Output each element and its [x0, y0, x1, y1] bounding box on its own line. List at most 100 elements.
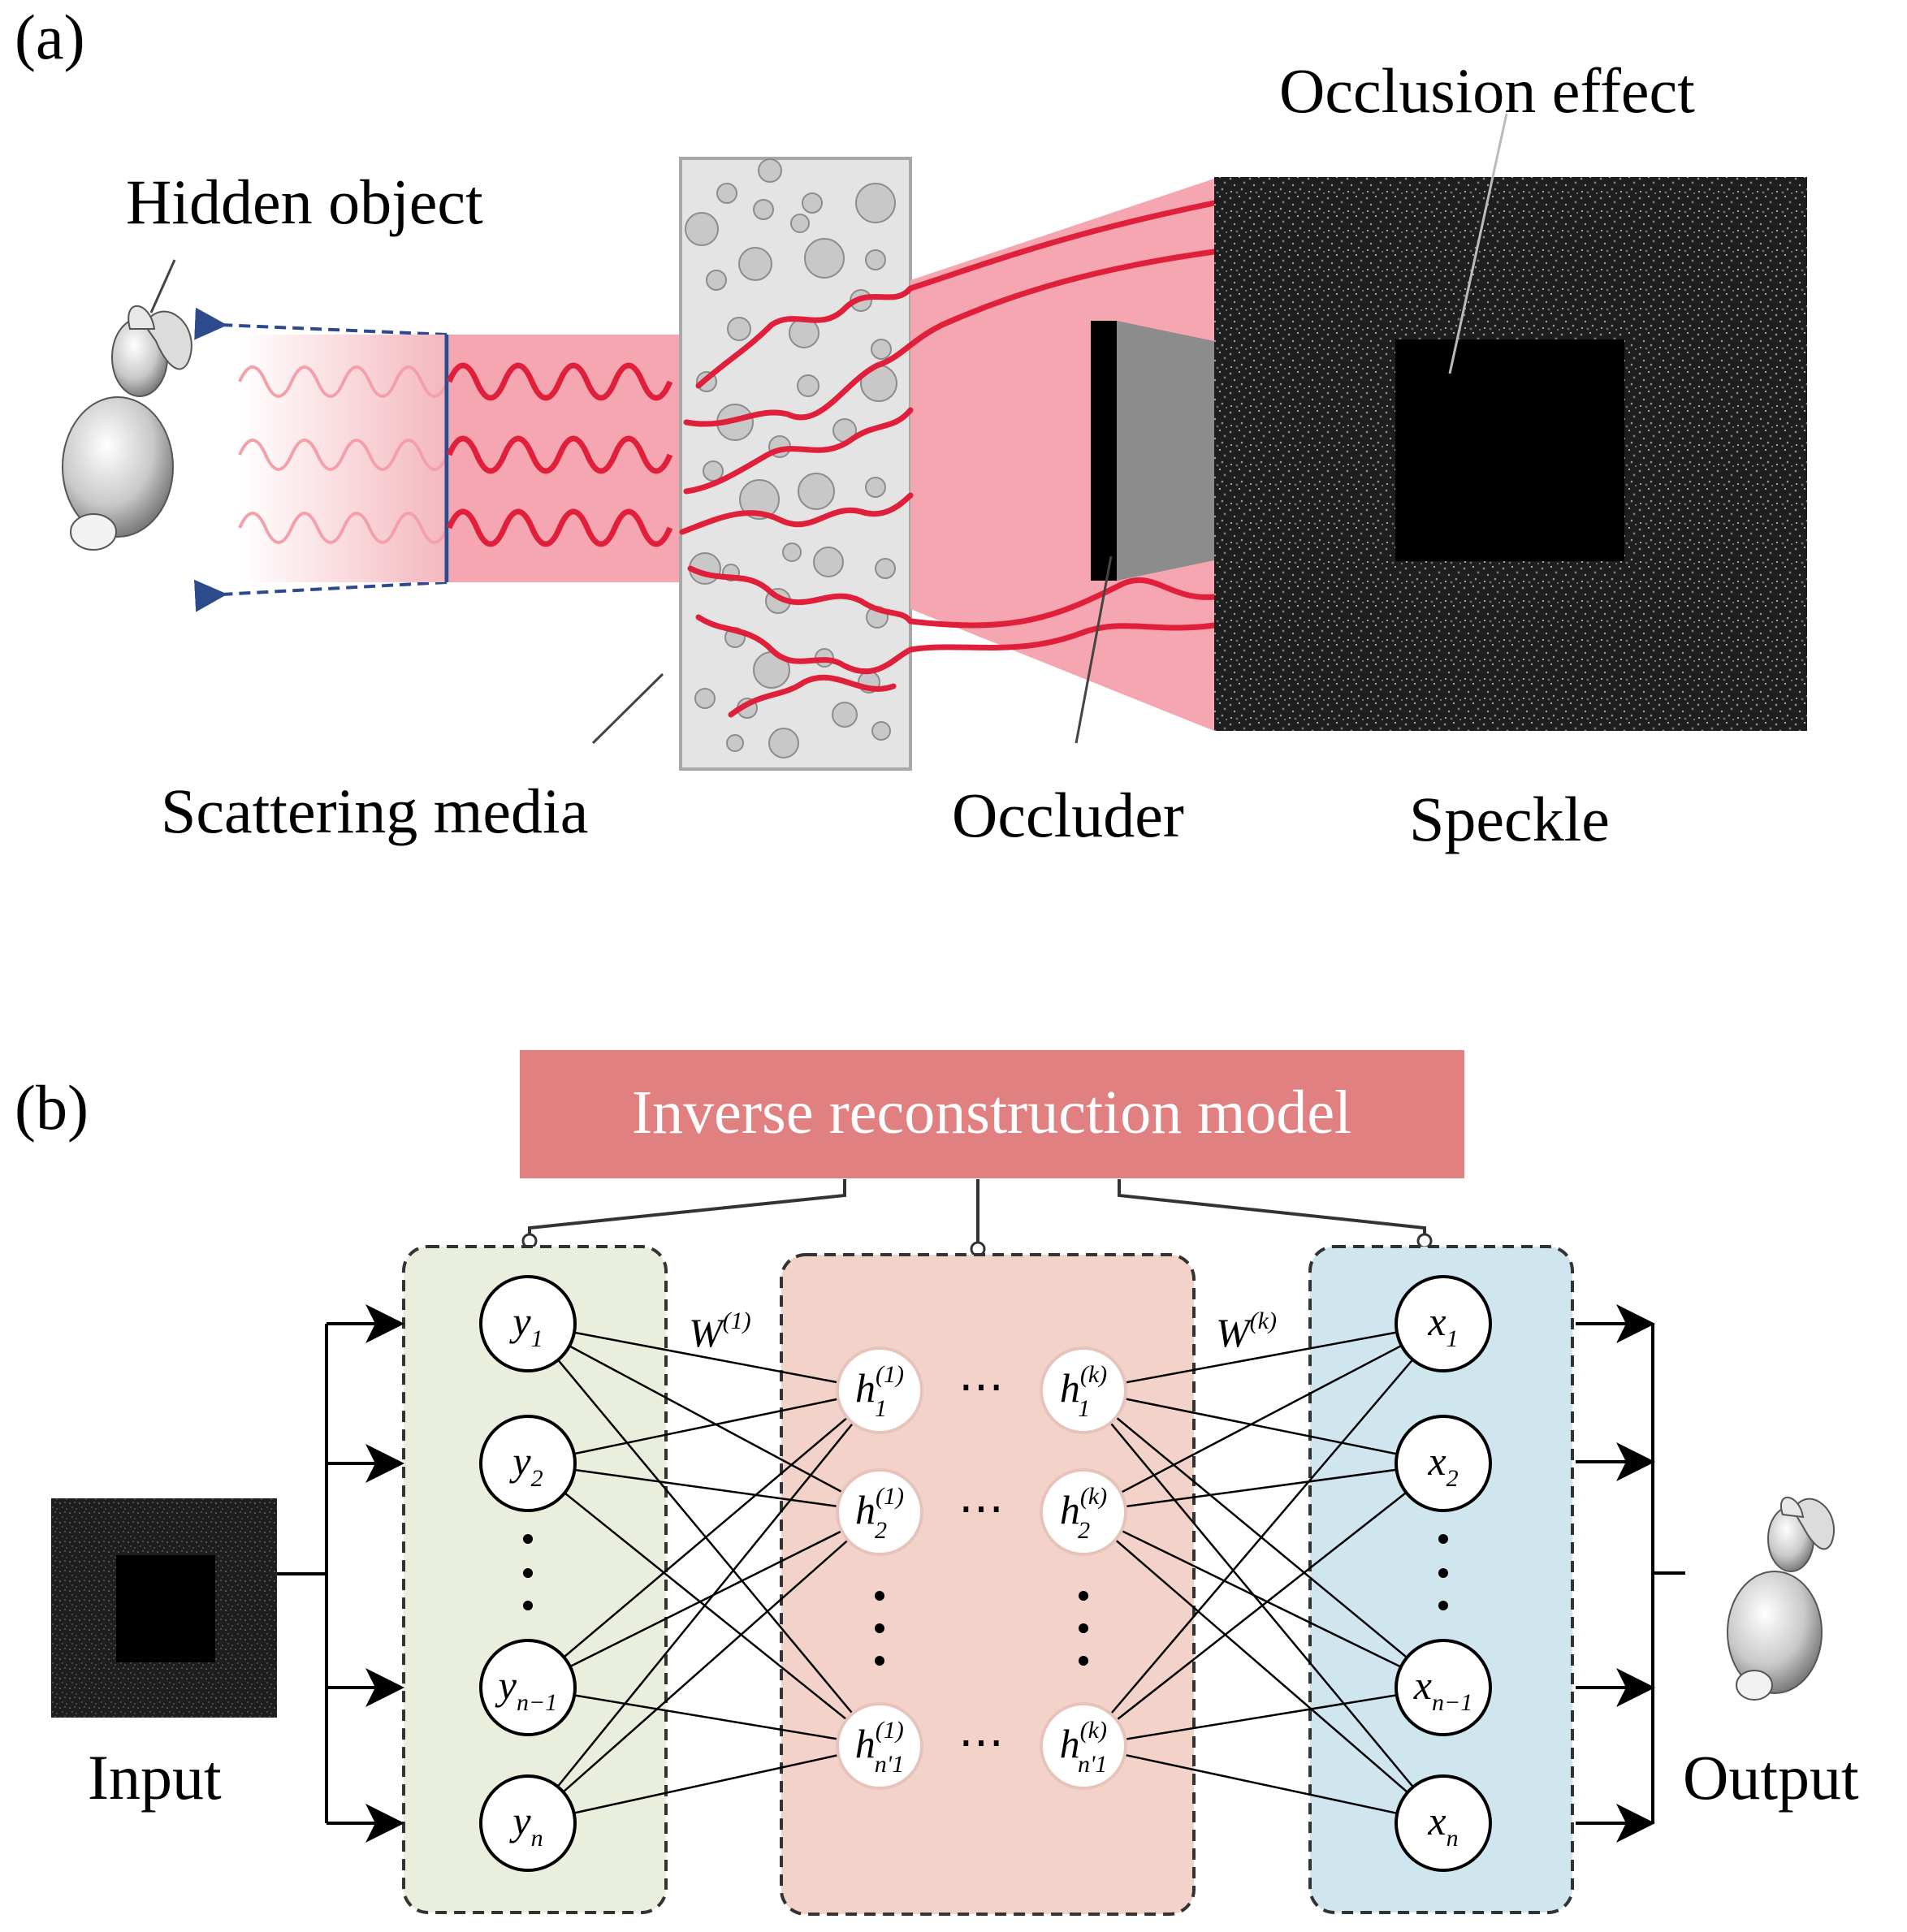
occluder-leader	[1075, 555, 1113, 744]
faded-waves	[238, 365, 449, 544]
hidden-node-last-label: h(k)1	[1060, 1361, 1107, 1422]
hidden-node-last-circle	[1040, 1468, 1127, 1556]
input-node: yn	[479, 1774, 577, 1872]
connection-input-hidden	[527, 1744, 880, 1825]
connection-input-hidden	[527, 1390, 880, 1688]
connection-hidden-output	[1083, 1511, 1444, 1824]
vertical-ellipsis-dots	[523, 1534, 1448, 1666]
horizontal-ellipsis: ⋯	[958, 1362, 1004, 1412]
hidden-node-last: h(k)1	[1040, 1346, 1127, 1434]
scattered-paths	[679, 200, 1217, 718]
bunny-icon	[62, 305, 192, 551]
hidden-node-last-label: h(k)2	[1060, 1483, 1107, 1544]
input-node-circle	[479, 1774, 577, 1872]
hidden-node-first-circle	[836, 1702, 923, 1790]
connection-hidden-output	[1083, 1511, 1444, 1689]
hidden-layer-box	[780, 1253, 1196, 1916]
input-node-circle	[479, 1275, 577, 1372]
connection-input-hidden	[527, 1462, 880, 1514]
connection-input-hidden	[527, 1511, 880, 1689]
connection-hidden-output	[1083, 1323, 1444, 1747]
output-node-label: x2	[1427, 1438, 1458, 1492]
input-node: y1	[479, 1275, 577, 1372]
output-arrows	[1576, 1304, 1685, 1843]
input-label: Input	[88, 1742, 222, 1813]
network-nodes: y1 y2 yn−1 yn x1 x2 xn−1 xn h(1)1 h(1)2 h(1)n'1 h(k…	[479, 1275, 1492, 1872]
scattered-beam-cone	[910, 179, 1214, 731]
connection-hidden-output	[1083, 1463, 1444, 1747]
output-layer-box	[1308, 1245, 1574, 1914]
model-title-box	[520, 1050, 1464, 1178]
hidden-node-first-label: h(1)n'1	[855, 1717, 904, 1778]
input-node-circle	[479, 1639, 577, 1736]
network-connections	[527, 1322, 1444, 1825]
output-node-circle	[1395, 1639, 1492, 1736]
input-node-circle	[479, 1415, 577, 1512]
output-node: xn	[1395, 1774, 1492, 1872]
connection-hidden-output	[1083, 1322, 1444, 1514]
occluder	[1091, 321, 1214, 581]
hidden-node-first-label: h(1)2	[855, 1483, 904, 1544]
occlusion-effect-label: Occlusion effect	[1279, 55, 1695, 126]
weight-last-label: W(k)	[1216, 1307, 1277, 1355]
reflect-arrow-top	[194, 307, 448, 340]
output-node-circle	[1395, 1774, 1492, 1872]
weight-first-label: W(1)	[689, 1307, 751, 1355]
hidden-node-first-circle	[836, 1346, 923, 1434]
connection-input-hidden	[527, 1322, 880, 1392]
occlusion-region	[1395, 339, 1624, 561]
output-node-label: xn−1	[1413, 1662, 1472, 1716]
input-occlusion-region	[116, 1555, 215, 1662]
speckle-label: Speckle	[1409, 784, 1610, 854]
model-connectors	[528, 1179, 1426, 1244]
output-node: x2	[1395, 1415, 1492, 1512]
hidden-node-last-label: h(k)n'1	[1060, 1717, 1108, 1778]
occlusion-effect-leader	[1448, 113, 1508, 374]
hidden-node-last-circle	[1040, 1702, 1127, 1790]
output-node: xn−1	[1395, 1639, 1492, 1736]
hidden-node-first: h(1)2	[836, 1468, 923, 1556]
input-node-label: yn	[508, 1798, 543, 1852]
output-node-label: xn	[1427, 1798, 1458, 1852]
connection-input-hidden	[527, 1323, 880, 1747]
horizontal-ellipsis: ⋯	[958, 1484, 1004, 1534]
connection-hidden-output	[1083, 1462, 1444, 1514]
output-node-circle	[1395, 1415, 1492, 1512]
scattering-media-label: Scattering media	[161, 776, 588, 846]
input-node-label: y2	[508, 1438, 543, 1492]
reflect-arrow-bottom	[193, 579, 448, 612]
connection-hidden-output	[1083, 1390, 1444, 1824]
input-layer-box	[402, 1245, 668, 1914]
input-node-label: y1	[508, 1299, 543, 1352]
connection-hidden-output	[1083, 1389, 1444, 1465]
connection-hidden-output	[1083, 1686, 1444, 1748]
connection-hidden-output	[1083, 1744, 1444, 1825]
hidden-node-first-circle	[836, 1468, 923, 1556]
hidden-node-last: h(k)2	[1040, 1468, 1127, 1556]
hidden-node-last: h(k)n'1	[1040, 1702, 1127, 1790]
connection-hidden-output	[1083, 1390, 1444, 1688]
connection-input-hidden	[527, 1389, 880, 1465]
scattering-media-leader	[591, 672, 664, 745]
connection-input-hidden	[527, 1686, 880, 1748]
connection-input-hidden	[527, 1390, 880, 1824]
input-arrows	[277, 1304, 404, 1843]
output-node-circle	[1395, 1275, 1492, 1372]
connection-input-hidden	[527, 1511, 880, 1824]
input-node: yn−1	[479, 1639, 577, 1736]
output-node: x1	[1395, 1275, 1492, 1372]
panel-b-label: (b)	[15, 1072, 89, 1143]
hidden-node-first-label: h(1)1	[855, 1361, 904, 1422]
output-node-label: x1	[1427, 1299, 1458, 1352]
hidden-node-first: h(1)1	[836, 1346, 923, 1434]
horizontal-ellipsis: ⋯	[958, 1718, 1004, 1768]
input-node: y2	[479, 1415, 577, 1512]
hidden-node-first: h(1)n'1	[836, 1702, 923, 1790]
connection-hidden-output	[1083, 1322, 1444, 1392]
output-bunny-icon	[1727, 1497, 1835, 1701]
hidden-object-leader	[149, 259, 176, 313]
hidden-object-label: Hidden object	[126, 166, 483, 237]
connection-input-hidden	[527, 1322, 880, 1514]
panel-a-label: (a)	[15, 2, 85, 72]
